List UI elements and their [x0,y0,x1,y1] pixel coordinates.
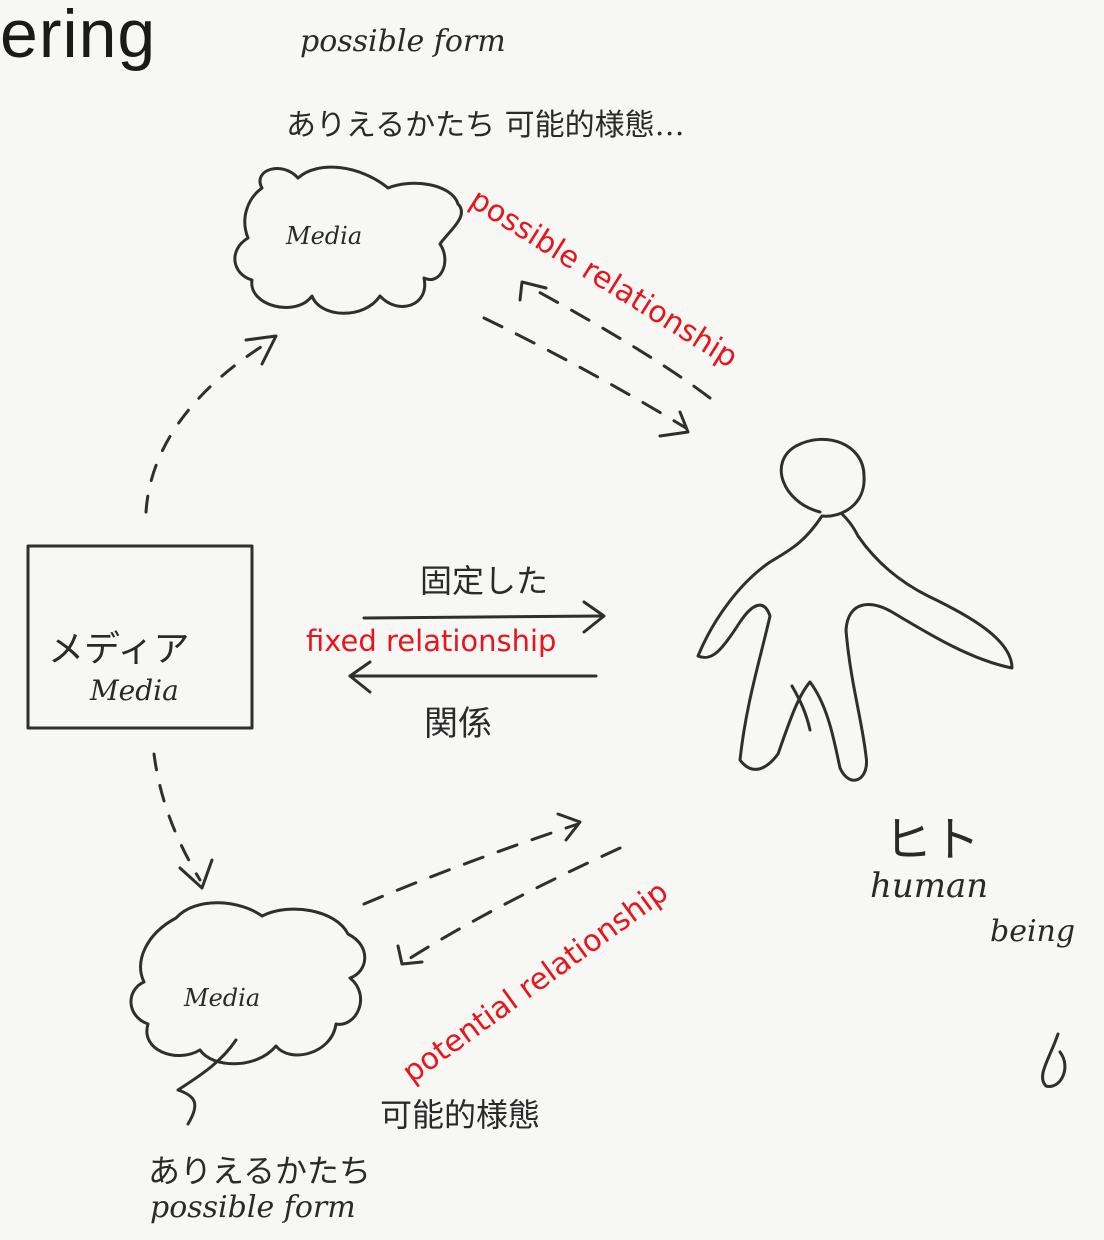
arrowhead-potential-back [396,944,424,966]
arrow-human-to-bottom-cloud [402,846,622,964]
human-label-en-2: being [990,914,1076,949]
media-box [26,544,254,730]
human-legs-gap [790,684,812,732]
bottom-possible-form-note: possible form [150,1190,356,1225]
arrowhead-potential-forward [556,812,582,842]
arrow-human-to-top-cloud [526,284,712,400]
top-media-cloud [233,165,463,315]
arrowhead-possible-forward [658,410,690,438]
fixed-relationship-ja-top: 固定した [420,562,549,600]
human-label-en-1: human [870,866,989,906]
arrowhead-top-cloud [244,334,278,366]
arrowhead-fixed-forward [582,600,606,634]
arrow-box-to-human [362,614,604,620]
bottom-japanese-note-right: 可能的様態 [380,1096,541,1134]
human-figure [696,437,1014,782]
bottom-cloud-label: Media [184,984,261,1012]
bottom-cloud-tail [176,1038,238,1126]
arrow-bottom-cloud-to-human [362,822,580,906]
top-possible-form-note: possible form [300,24,506,59]
arrow-box-to-top-cloud [144,338,274,514]
arrowhead-possible-back [518,280,548,302]
page-title-fragment: ering [0,0,157,72]
top-cloud-label: Media [286,222,363,250]
arrowhead-bottom-cloud [178,858,214,890]
fixed-relationship-label: fixed relationship [306,624,557,658]
media-box-label-en: Media [90,674,179,707]
media-box-label-ja: メディア [48,629,190,670]
bottom-media-cloud [129,901,367,1066]
arrow-box-to-bottom-cloud [152,752,202,882]
bottom-japanese-note: ありえるかたち [148,1152,372,1190]
top-japanese-note: ありえるかたち 可能的様態… [286,108,685,143]
fixed-relationship-ja-bottom: 関係 [424,704,492,744]
arrowhead-fixed-back [348,660,372,694]
human-label-ja: ヒト [884,812,981,868]
arrow-top-cloud-to-human [482,316,688,430]
being-swirl [1041,1032,1067,1088]
